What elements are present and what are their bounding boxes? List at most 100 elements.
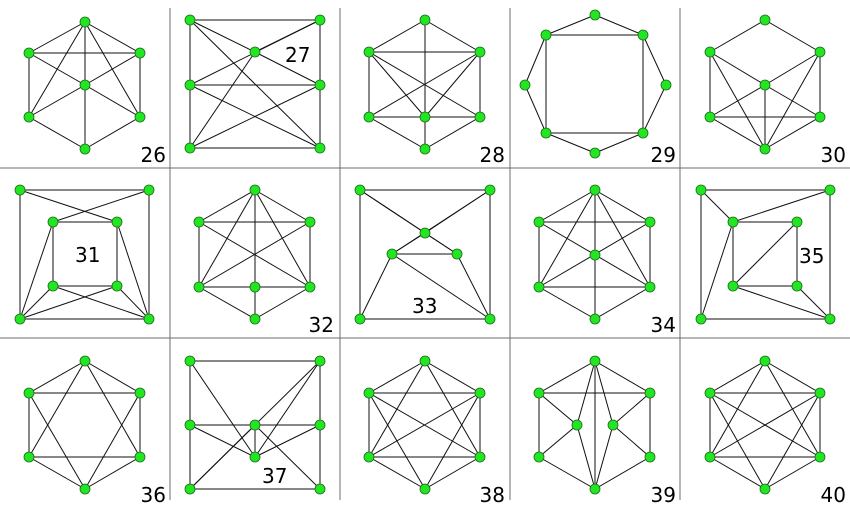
graph-edge: [709, 456, 766, 490]
graph-edge: [84, 360, 141, 458]
graph-edge: [709, 360, 766, 394]
graph-vertex: [759, 143, 771, 155]
graph-vertex: [134, 111, 146, 123]
graph-edge: [28, 52, 86, 86]
graph-edge: [84, 84, 141, 118]
graph-33: 33: [354, 184, 496, 325]
graph-vertex: [451, 248, 463, 260]
graph-edge: [368, 51, 481, 118]
graph-edge: [732, 221, 798, 287]
graph-vertex: [695, 313, 707, 325]
graph-edge: [28, 392, 86, 490]
graph-vertex: [571, 419, 583, 431]
graph-number-label: 26: [141, 143, 166, 167]
graph-edge: [189, 84, 321, 149]
graph-number-label: 34: [651, 313, 676, 337]
graph-edge: [764, 51, 821, 86]
graph-vertex: [791, 216, 803, 228]
graph-vertex: [533, 216, 545, 228]
graph-vertex: [695, 184, 707, 196]
graph-vertex: [533, 281, 545, 293]
graph-edge: [198, 221, 311, 288]
graph-vertex: [660, 79, 672, 91]
graph-edge: [524, 84, 547, 134]
graph-edge: [28, 456, 86, 490]
graph-vertex: [589, 313, 601, 325]
graph-40: 40: [704, 355, 846, 507]
graph-edge: [594, 360, 651, 394]
graph-vertex: [814, 46, 826, 58]
graph-26: 26: [23, 16, 166, 167]
graph-edge: [254, 51, 321, 86]
graph-vertex: [474, 387, 486, 399]
graph-edge: [28, 21, 86, 54]
graph-edge: [198, 286, 256, 320]
graph-edge: [642, 84, 667, 134]
graph-vertex: [314, 483, 326, 495]
graph-edge: [28, 84, 86, 118]
graph-vertex: [304, 281, 316, 293]
graph-vertex: [134, 451, 146, 463]
graph-edge: [19, 285, 118, 320]
graph-edge: [189, 360, 256, 458]
graph-edge: [116, 285, 150, 320]
graph-vertex: [79, 16, 91, 28]
graph-38: 38: [363, 355, 505, 507]
graph-32: 32: [193, 184, 334, 337]
graph-edge: [424, 392, 481, 490]
graph-39: 39: [533, 355, 676, 507]
graph-vertex: [363, 451, 375, 463]
graph-edge: [594, 189, 651, 223]
graph-vertex: [474, 451, 486, 463]
graph-vertex: [134, 47, 146, 59]
graph-vertex: [589, 355, 601, 367]
graph-edge: [732, 285, 831, 320]
graph-edge: [424, 116, 481, 150]
graph-vertex: [704, 111, 716, 123]
graph-edge: [359, 253, 393, 320]
graph-edge: [538, 392, 578, 426]
graph-vertex: [607, 419, 619, 431]
graph-edge: [764, 19, 821, 53]
graph-vertex: [589, 9, 601, 21]
graph-vertex: [249, 451, 261, 463]
graph-number-label: 27: [285, 43, 310, 67]
graph-vertex: [314, 419, 326, 431]
graph-edge: [594, 456, 651, 490]
grid-lines: [0, 8, 850, 500]
graph-vertex: [759, 355, 771, 367]
graph-edge: [254, 286, 311, 320]
graph-edge: [764, 84, 821, 118]
graph-vertex: [314, 142, 326, 154]
graph-vertex: [134, 387, 146, 399]
graph-vertex: [704, 451, 716, 463]
graph-vertex: [184, 355, 196, 367]
graph-edge: [709, 19, 766, 53]
graph-vertex: [644, 451, 656, 463]
graph-vertex: [419, 355, 431, 367]
graph-vertex: [644, 216, 656, 228]
graph-edge: [764, 456, 821, 490]
graph-vertex: [47, 280, 59, 292]
graph-edge: [52, 285, 150, 320]
graph-edge: [368, 51, 426, 118]
graph-edge: [19, 189, 118, 223]
graph-edge: [189, 19, 321, 149]
graph-edge: [28, 360, 86, 458]
graph-30: 30: [704, 14, 846, 167]
graph-edge: [732, 189, 831, 223]
graph-34: 34: [533, 184, 676, 337]
graph-edge: [391, 189, 491, 255]
graph-number-label: 33: [412, 294, 437, 318]
graph-edge: [576, 424, 596, 490]
graph-edge: [524, 34, 547, 86]
graph-vertex: [727, 216, 739, 228]
graph-edge: [116, 221, 150, 320]
graph-31: 31: [14, 184, 155, 325]
graph-edge: [424, 19, 481, 53]
graph-vertex: [314, 355, 326, 367]
graph-number-label: 30: [821, 143, 846, 167]
graph-vertex: [419, 483, 431, 495]
graph-edge: [359, 189, 458, 255]
